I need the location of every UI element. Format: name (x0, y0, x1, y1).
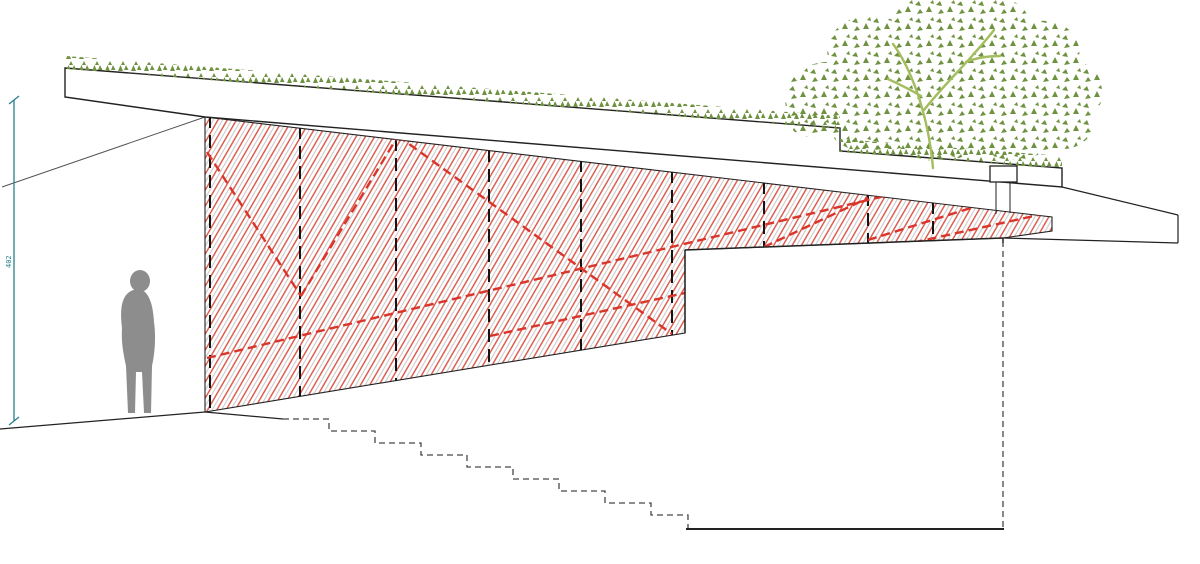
rooftop-vent-box (989, 165, 1018, 214)
terrace-top-edge (684, 237, 1004, 251)
vent-box (989, 165, 1018, 183)
ground-line-step (204, 411, 284, 420)
person-body (121, 289, 156, 413)
tension-cable (206, 182, 936, 360)
ground-line-left (0, 411, 206, 430)
ceiling-guide-line (1, 116, 206, 188)
tree-trunk (886, 28, 1002, 170)
stair-steps (283, 418, 689, 528)
ground-lines (0, 411, 284, 430)
green-roof-planting (66, 56, 840, 129)
dimension-tick-top (8, 95, 20, 105)
left-guide-lines (1, 116, 206, 188)
ramp-bottom-line (1002, 237, 1179, 244)
tension-cable (763, 196, 869, 249)
dimension-label: 402 (5, 255, 13, 268)
tension-cable (205, 151, 303, 297)
right-ramp-edges (1002, 186, 1179, 244)
facade-mullions (209, 117, 934, 412)
tension-cable (397, 135, 673, 335)
person-silhouette (121, 270, 156, 413)
dimension-line-group (8, 95, 20, 426)
tension-cable (299, 135, 400, 297)
tree-canopy (785, 0, 1105, 162)
terrace-volume-outline (684, 237, 1004, 333)
person-head (130, 270, 150, 292)
hidden-stair-outline (283, 243, 1004, 528)
ramp-top-line (1061, 186, 1179, 216)
dimension-tick-bottom (8, 416, 20, 426)
